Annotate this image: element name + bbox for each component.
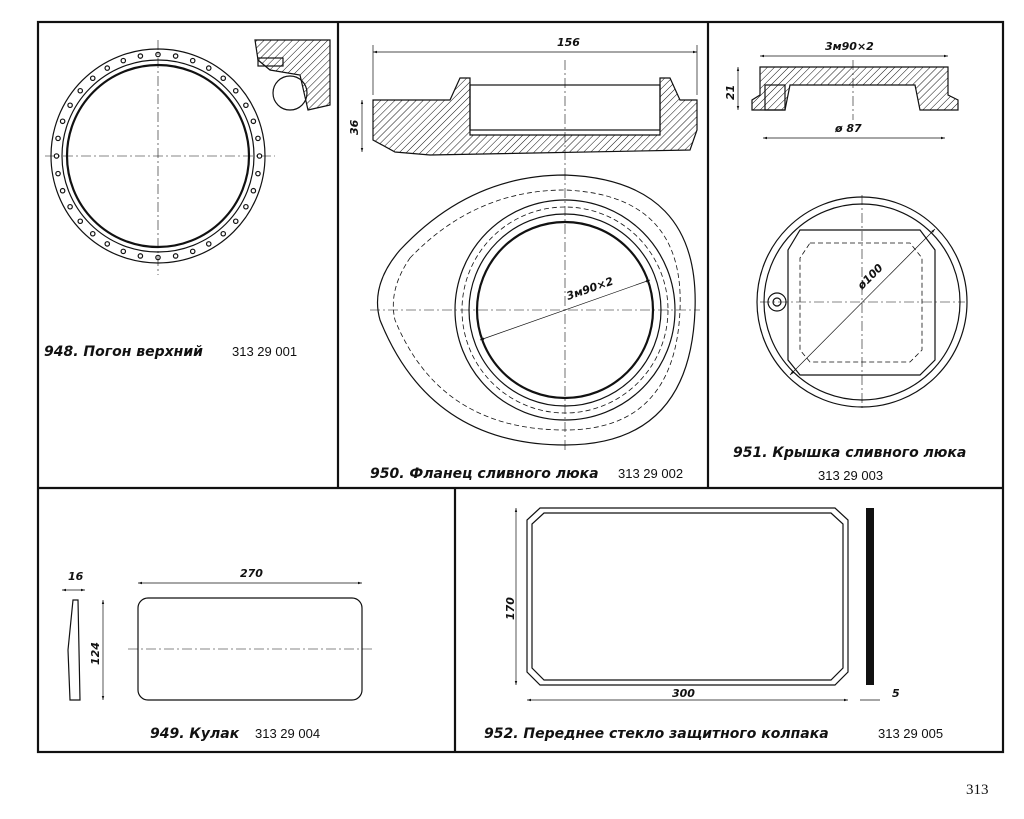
dim-951-diameter: ø 87 [834,122,862,135]
drawing-952-glass [514,507,880,702]
bolt-hole [220,230,227,237]
bolt-hole [137,253,144,259]
drawing-948-ring [45,39,331,275]
bolt-hole [250,118,257,125]
dim-951-height: 21 [724,85,737,100]
svg-text:950. Фланец сливного люка: 950. Фланец сливного люка [370,466,599,482]
sheet-frame [36,20,1005,754]
dim-952-thickness: 5 [892,687,900,700]
part-950-number: 950. [370,466,405,482]
dim-952-width: 300 [672,687,695,700]
bolt-hole [120,57,127,64]
bolt-hole [55,135,61,142]
bolt-hole [120,248,127,255]
part-949-number: 949. [150,726,185,742]
dim-952-height: 170 [504,597,517,620]
dim-951-outer: ø100 [854,261,886,293]
bolt-hole [172,53,179,59]
bolt-hole [59,187,66,194]
bolt-hole [232,218,239,225]
bolt-hole [77,218,84,225]
dim-949-height: 124 [89,642,102,665]
bolt-hole [104,65,111,71]
bolt-hole [243,102,249,109]
bolt-hole [255,170,261,177]
part-949-name: Кулак [189,726,239,742]
dim-950-height: 36 [348,119,361,135]
bolt-hole [172,253,179,259]
part-952-name: Переднее стекло защитного колпака [523,726,828,742]
dim-949-length: 270 [240,567,263,580]
bolt-hole [59,118,66,125]
bolt-hole [155,51,161,58]
svg-text:951. Крышка сливного люка: 951. Крышка сливного люка [733,445,966,461]
part-952-number: 952. [484,726,519,742]
part-951-code: 313 29 003 [818,468,883,483]
bolt-hole [205,241,212,247]
bolt-hole [189,248,196,255]
part-952-code: 313 29 005 [878,726,943,741]
svg-text:948. Погон верхний: 948. Погон верхний [44,344,203,360]
bolt-hole [104,241,111,247]
bolt-hole [232,87,239,94]
bolt-hole [67,203,73,210]
bolt-hole [89,230,96,237]
bolt-hole [137,53,144,59]
bolt-hole [155,254,161,261]
bolt-hole [77,87,84,94]
bolt-hole [55,170,61,177]
part-950-code: 313 29 002 [618,466,683,481]
dim-949-thickness: 16 [68,570,84,583]
bolt-hole [53,153,60,159]
part-951-number: 951. [733,445,768,461]
page-number: 313 [966,782,989,798]
bolt-hole [255,135,261,142]
bolt-hole [220,75,227,82]
bolt-hole [89,75,96,82]
bolt-hole [256,153,263,159]
part-949-code: 313 29 004 [255,726,320,741]
drawing-951-cover [736,54,968,410]
part-948-number: 948. [44,344,79,360]
bolt-hole [243,203,249,210]
part-948-name: Погон верхний [83,344,203,360]
part-948-code: 313 29 001 [232,344,297,359]
dim-951-thread: 3м90×2 [825,40,874,53]
bolt-hole [205,65,212,71]
dim-950-width: 156 [557,36,580,49]
bolt-hole [67,102,73,109]
part-950-name: Фланец сливного люка [409,466,598,482]
drawing-949-cam [62,581,372,701]
bolt-hole [189,57,196,64]
bolt-hole [250,187,257,194]
part-951-name: Крышка сливного люка [772,445,966,461]
svg-text:949. Кулак: 949. Кулак [150,726,240,742]
svg-text:952. Переднее стекло защитного: 952. Переднее стекло защитного колпака [484,726,829,742]
dim-950-thread: 3м90×2 [565,275,616,303]
drawing-950-flange [360,45,700,450]
